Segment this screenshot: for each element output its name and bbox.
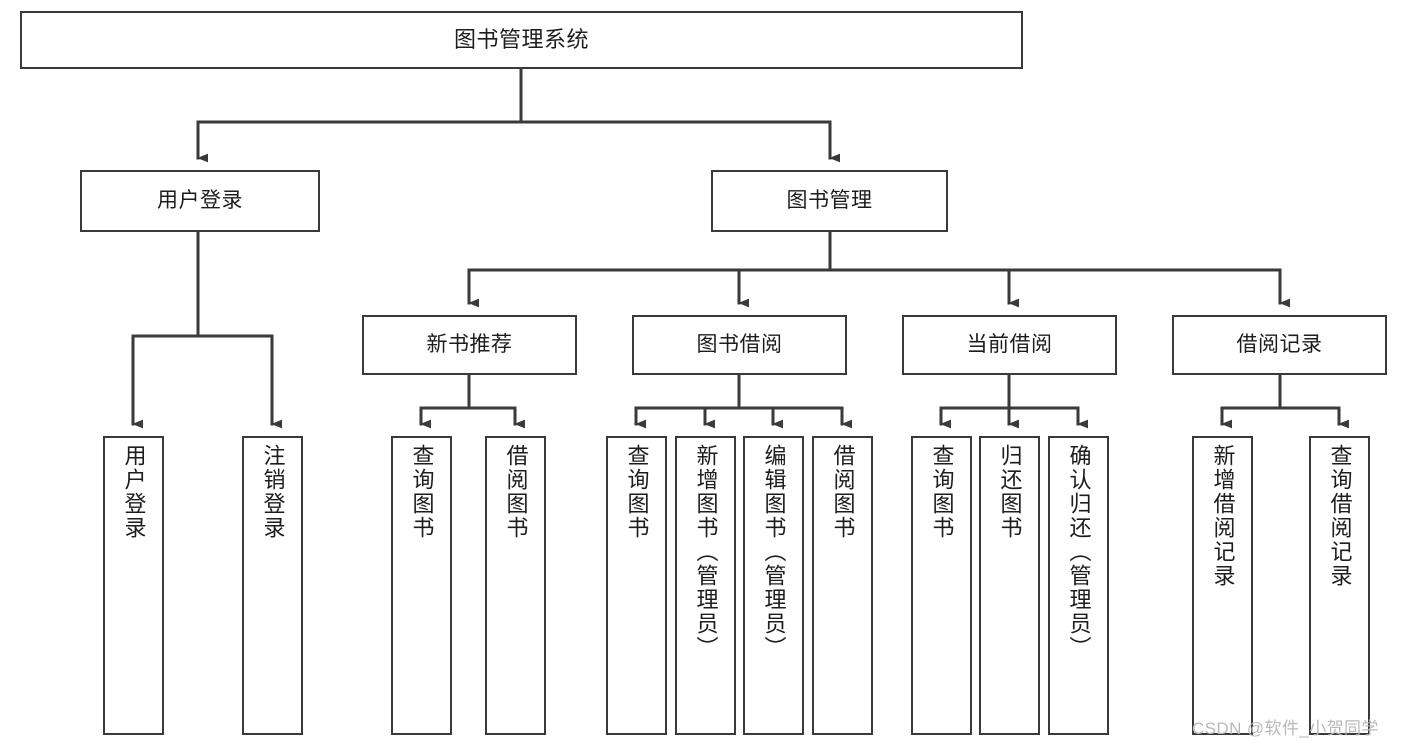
node-label: 图书管理系统 [453,27,589,53]
node-label: 编辑图书（管理员） [761,444,787,660]
node-label: 归还图书 [997,444,1023,540]
leaf-query-book-borrow[interactable]: 查询图书 [606,436,667,735]
node-label: 查询借阅记录 [1327,444,1353,588]
leaf-borrow-book[interactable]: 借阅图书 [812,436,873,735]
leaf-borrow-book-recommend[interactable]: 借阅图书 [485,436,546,735]
node-label: 借阅图书 [830,444,856,540]
node-label: 图书借阅 [696,332,783,356]
leaf-edit-book-admin[interactable]: 编辑图书（管理员） [743,436,804,735]
leaf-query-book-current[interactable]: 查询图书 [911,436,972,735]
node-current-borrow[interactable]: 当前借阅 [902,315,1117,375]
node-label: 新增借阅记录 [1210,444,1236,588]
node-label: 注销登录 [260,444,286,540]
node-label: 借阅图书 [503,444,529,540]
node-label: 查询图书 [624,444,650,540]
node-label: 新书推荐 [426,332,513,356]
leaf-add-borrow-record[interactable]: 新增借阅记录 [1192,436,1253,735]
leaf-return-book[interactable]: 归还图书 [979,436,1040,735]
node-label: 借阅记录 [1236,332,1323,356]
node-book-management[interactable]: 图书管理 [711,170,948,232]
leaf-add-book-admin[interactable]: 新增图书（管理员） [675,436,736,735]
node-book-borrow[interactable]: 图书借阅 [632,315,847,375]
leaf-query-book-recommend[interactable]: 查询图书 [391,436,452,735]
leaf-logout-login[interactable]: 注销登录 [242,436,303,735]
node-new-book-recommend[interactable]: 新书推荐 [362,315,577,375]
leaf-confirm-return-admin[interactable]: 确认归还（管理员） [1048,436,1109,735]
node-label: 当前借阅 [966,332,1053,356]
node-label: 图书管理 [786,188,873,212]
node-borrow-record[interactable]: 借阅记录 [1172,315,1387,375]
csdn-watermark: CSDN @软件_小贺同学 [1192,719,1379,738]
node-label: 查询图书 [409,444,435,540]
node-label: 用户登录 [157,188,243,212]
node-user-login[interactable]: 用户登录 [80,170,320,232]
leaf-user-login[interactable]: 用户登录 [103,436,164,735]
node-label: 新增图书（管理员） [693,444,719,660]
node-label: 查询图书 [929,444,955,540]
node-label: 用户登录 [121,444,147,540]
leaf-query-borrow-record[interactable]: 查询借阅记录 [1309,436,1370,735]
node-label: 确认归还（管理员） [1066,444,1092,660]
node-root-book-management-system[interactable]: 图书管理系统 [20,11,1023,69]
